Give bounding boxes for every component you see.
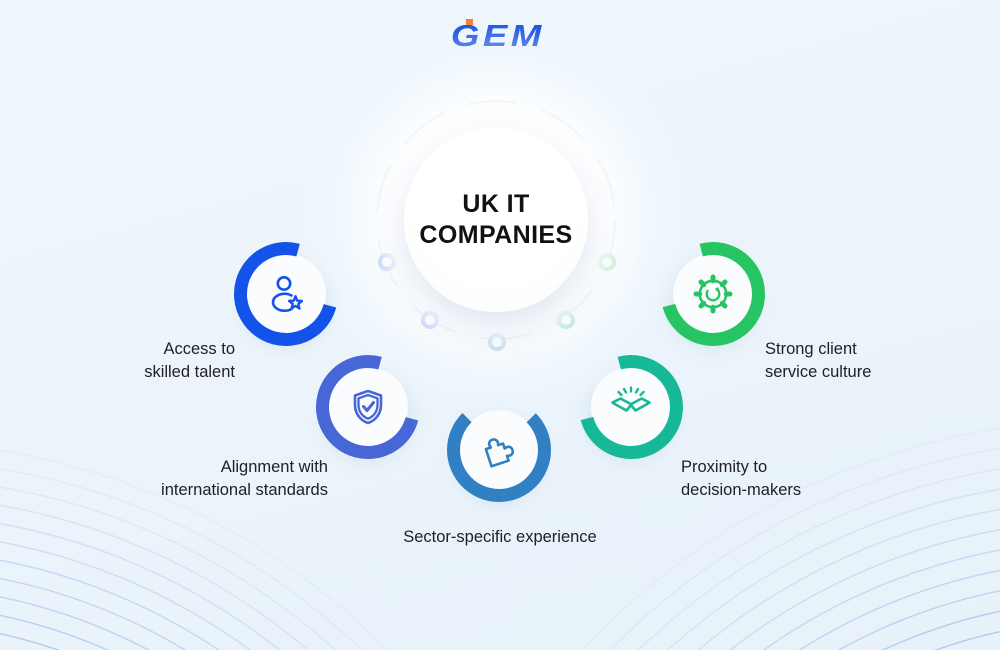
progress-ring: [316, 355, 420, 459]
benefit-access-skilled-talent: [231, 239, 341, 349]
label-sector-experience: Sector-specific experience: [403, 528, 597, 546]
label-access-skilled-talent: Access to skilled talent: [144, 340, 235, 381]
puzzle-icon: [484, 438, 515, 468]
progress-ring: [579, 355, 683, 459]
benefit-client-service-culture: [658, 239, 768, 349]
progress-ring: [447, 398, 551, 502]
benefit-sector-experience: [444, 395, 554, 505]
center-circle: UK IT COMPANIES: [404, 128, 588, 312]
gear-sync-icon: [693, 274, 733, 314]
center-title-line2: COMPANIES: [419, 221, 573, 249]
icon-background-circle: [459, 410, 539, 490]
label-proximity-decision-makers: Proximity to decision-makers: [681, 458, 802, 499]
benefit-proximity-decision-makers: [576, 352, 686, 462]
progress-ring: [234, 242, 338, 346]
progress-ring: [661, 242, 765, 346]
person-star-icon: [271, 276, 304, 313]
benefit-international-standards: [313, 352, 423, 462]
center-title-line1: UK IT: [462, 190, 530, 218]
shield-check-icon: [353, 389, 383, 425]
center-title: UK IT COMPANIES: [419, 189, 572, 251]
icon-background-circle: [673, 254, 753, 334]
label-international-standards: Alignment with international standards: [161, 458, 328, 499]
label-client-service-culture: Strong client service culture: [765, 340, 872, 381]
handshake-icon: [611, 386, 651, 412]
